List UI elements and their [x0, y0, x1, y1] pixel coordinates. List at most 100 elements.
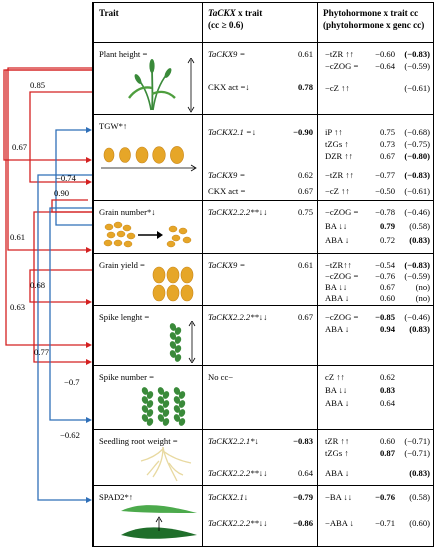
header-phyto-2: (phytohormone x genc cc) — [323, 20, 425, 30]
phyto-hormone: −tZR ↑↑ — [325, 49, 354, 59]
phyto-gene-cc: (−0.75) — [404, 139, 430, 149]
link-arrowhead — [86, 299, 92, 305]
phyto-gene-cc: (−0.59) — [404, 61, 430, 71]
phyto-value: −0.71 — [375, 518, 395, 528]
ckx-gene: TaCKX2.2.2**↓↓ — [208, 518, 268, 528]
row-divider — [93, 114, 433, 115]
ckx-gene: TaCKX2.2.1*↓ — [208, 436, 259, 446]
ckx-gene: CKX act = — [208, 186, 246, 196]
row-divider — [93, 200, 433, 201]
ckx-gene: TaCKX9 = — [208, 170, 246, 180]
link-label: −0.62 — [60, 430, 80, 440]
phyto-hormone: −tZR↑↑ — [325, 260, 352, 270]
phyto-gene-cc: (0.83) — [409, 324, 430, 334]
phyto-value: 0.64 — [379, 398, 395, 408]
grain-cluster-icon — [103, 221, 192, 248]
phyto-gene-cc: (−0.83) — [404, 49, 430, 59]
phyto-hormone: iP ↑↑ — [325, 127, 343, 137]
link-line — [51, 199, 92, 213]
link-arrowhead — [86, 247, 92, 253]
link-label: 0.85 — [30, 80, 46, 90]
phyto-hormone: DZR ↑↑ — [325, 151, 353, 161]
trait-name: Seedling root weight = — [99, 436, 178, 446]
phyto-gene-cc: (−0.61) — [404, 83, 430, 93]
phyto-value: −0.60 — [375, 49, 395, 59]
phyto-gene-cc: (−0.83) — [404, 170, 430, 180]
ckx-value: 0.78 — [297, 82, 313, 92]
link-line — [7, 67, 92, 251]
phyto-gene-cc: (−0.68) — [404, 127, 430, 137]
trait-name: Grain yield = — [99, 260, 145, 270]
link-label: 0.77 — [34, 347, 50, 357]
row-divider — [93, 365, 433, 366]
phyto-hormone: −cZOG = — [325, 271, 359, 281]
link-line — [29, 91, 92, 183]
link-label: 0.63 — [10, 302, 26, 312]
phyto-value: −0.77 — [375, 170, 395, 180]
phyto-value: 0.60 — [379, 436, 395, 446]
phyto-hormone: cZ ↑↑ — [325, 372, 345, 382]
phyto-hormone: −cZOG = — [325, 312, 359, 322]
trait-name: Grain number*↓ — [99, 207, 156, 217]
phyto-value: 0.75 — [379, 127, 395, 137]
phyto-hormone: ABA ↓ — [325, 468, 350, 478]
header-ckx: TaCKX x trait — [208, 8, 262, 19]
row-divider — [93, 42, 433, 43]
link-arrowhead — [86, 127, 92, 133]
phyto-hormone: BA ↓↓ — [325, 221, 348, 231]
phyto-hormone: tZR ↑↑ — [325, 436, 350, 446]
phyto-hormone: −BA ↓↓ — [325, 492, 353, 502]
phyto-hormone: tZGs ↑ — [325, 139, 349, 149]
link-label: 0.67 — [12, 142, 28, 152]
col-divider — [93, 3, 94, 546]
phyto-hormone: −cZOG = — [325, 207, 359, 217]
phyto-value: −0.78 — [375, 207, 395, 217]
phyto-hormone: BA ↓↓ — [325, 282, 348, 292]
phyto-value: 0.94 — [379, 324, 395, 334]
link-line — [5, 69, 92, 346]
phyto-value: 0.67 — [379, 282, 395, 292]
trait-name: Spike number = — [99, 372, 154, 382]
ckx-gene: TaCKX9 = — [208, 260, 246, 270]
root-icon — [140, 447, 192, 482]
phyto-hormone: ABA ↓ — [325, 398, 350, 408]
phyto-gene-cc: (−0.80) — [404, 151, 430, 161]
phyto-value: 0.72 — [379, 235, 395, 245]
phyto-value: 0.87 — [379, 448, 395, 458]
ckx-gene: TaCKX2.1 =↓ — [208, 127, 256, 137]
ckx-value: 0.75 — [297, 207, 313, 217]
link-line — [33, 211, 92, 363]
phyto-hormone: tZGs ↑ — [325, 448, 349, 458]
link-arrowhead — [86, 157, 92, 163]
phyto-gene-cc: (−0.46) — [404, 312, 430, 322]
header-trait: Trait — [99, 8, 119, 18]
col-divider — [202, 3, 203, 546]
trait-table: Trait TaCKX x trait (cc ≥ 0.6) Phytohorm… — [92, 2, 434, 547]
ckx-gene: No cc− — [208, 372, 234, 382]
ckx-gene: CKX act =↓ — [208, 82, 250, 92]
phyto-value: 0.79 — [379, 221, 395, 231]
ckx-value: −0.86 — [293, 518, 313, 528]
trait-name: TGW*↑ — [99, 121, 128, 131]
phyto-hormone: ABA ↓ — [325, 324, 350, 334]
ckx-value: −0.83 — [293, 436, 313, 446]
phyto-hormone: −cZ ↑↑ — [325, 186, 350, 196]
phyto-gene-cc: (0.83) — [409, 235, 430, 245]
link-arrowhead — [86, 497, 92, 503]
phyto-value: −0.64 — [375, 61, 395, 71]
phyto-value: 0.73 — [379, 139, 395, 149]
phyto-value: 0.67 — [379, 151, 395, 161]
link-arrowhead — [86, 417, 92, 423]
trait-name: SPAD2*↑ — [99, 492, 134, 502]
ckx-gene: TaCKX2.1↓ — [208, 492, 249, 502]
trait-name: Spike lenght = — [99, 312, 150, 322]
link-line — [29, 269, 92, 303]
phyto-hormone: −cZ ↑↑ — [325, 83, 350, 93]
phyto-hormone: ABA ↓ — [325, 293, 350, 303]
phyto-value: 0.83 — [379, 385, 395, 395]
spikes-icon — [141, 387, 186, 426]
link-line — [55, 129, 92, 226]
phyto-value: 0.60 — [379, 293, 395, 303]
